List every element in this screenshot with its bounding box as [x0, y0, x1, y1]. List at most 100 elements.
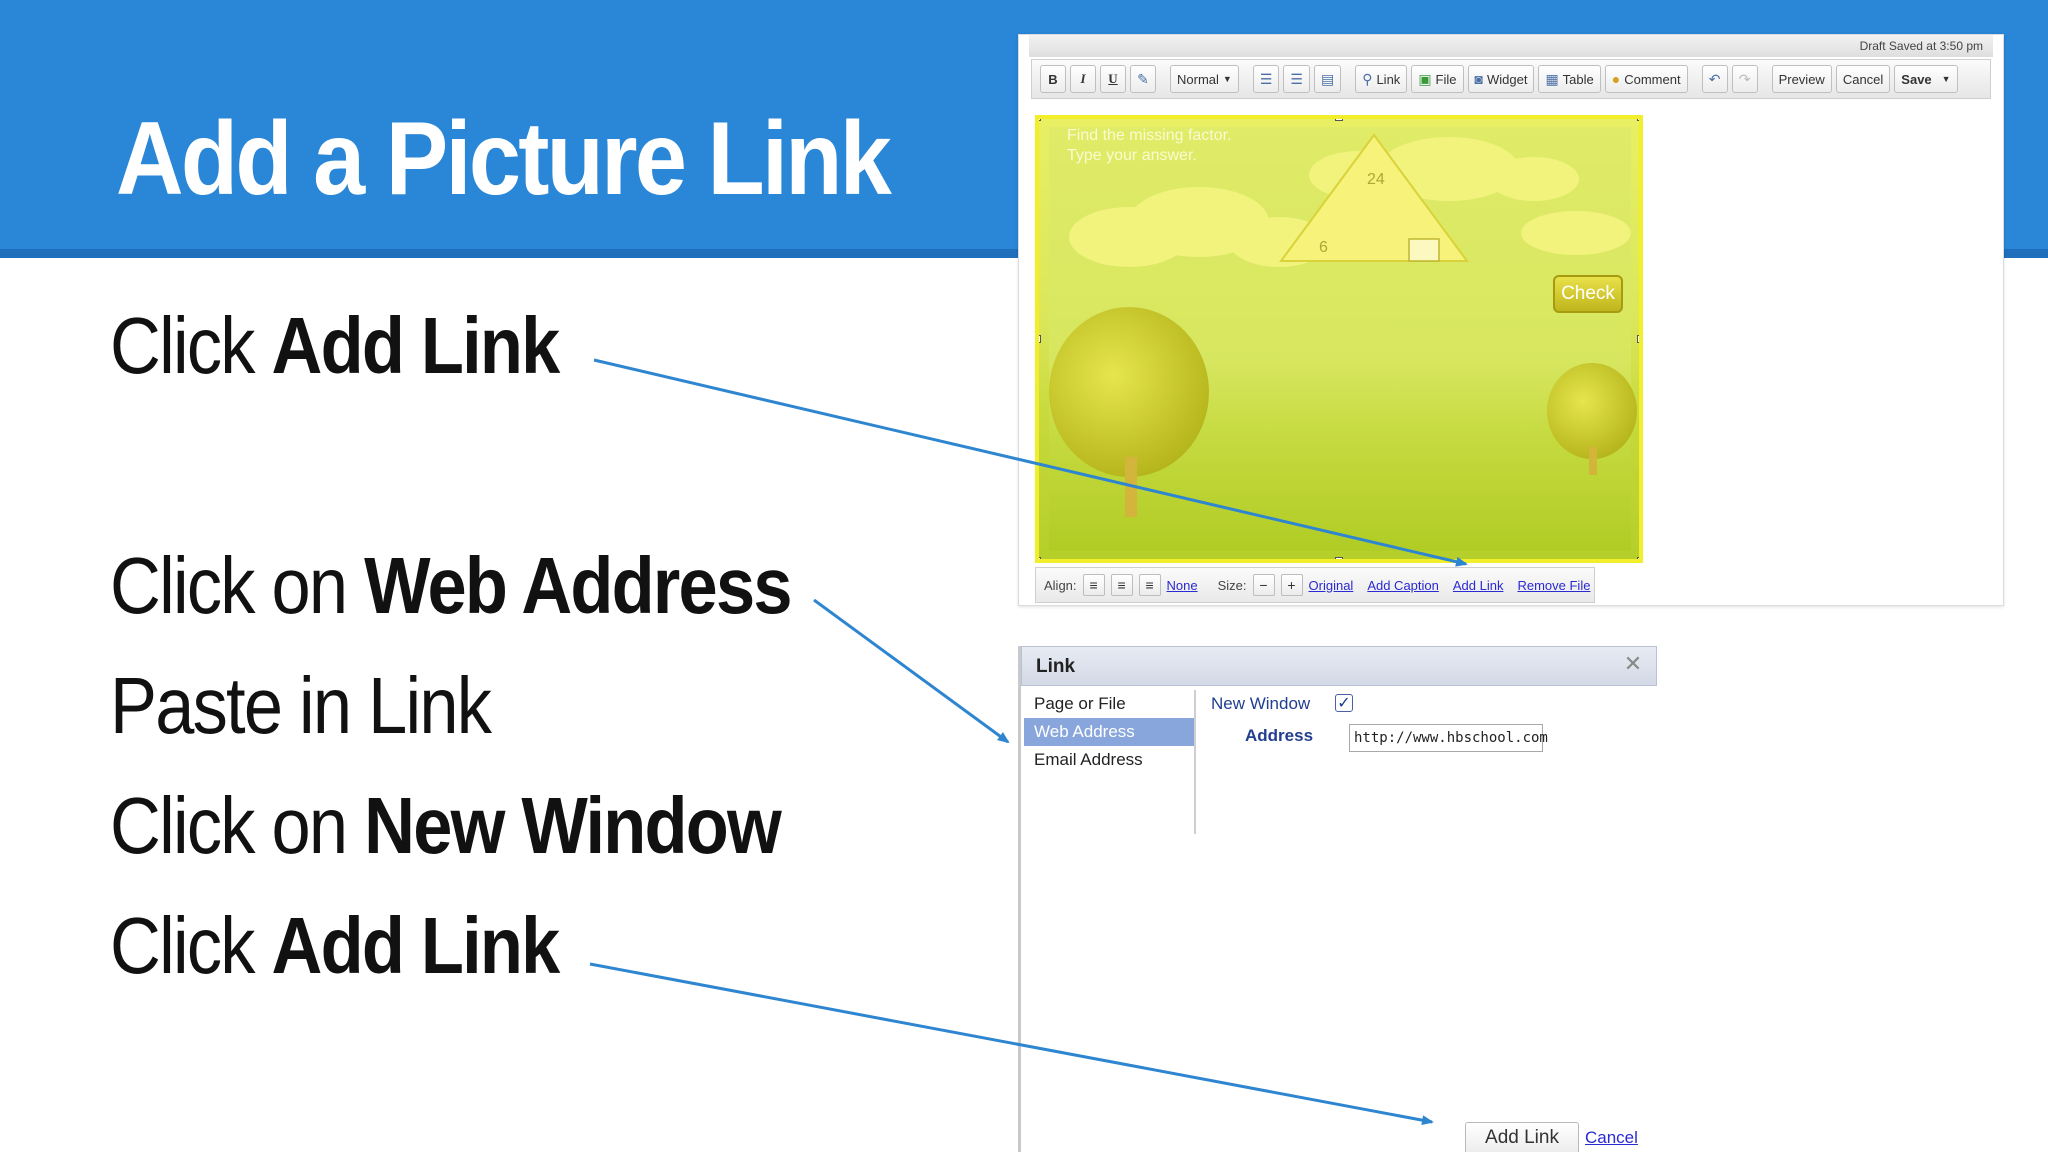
paperclip-icon: ⚲: [1362, 70, 1373, 87]
undo-button[interactable]: ↶: [1701, 65, 1728, 93]
checkmark-icon: ✓: [1337, 693, 1351, 712]
resize-handle[interactable]: [1637, 119, 1639, 121]
tree-trunk: [1589, 447, 1597, 475]
size-decrease-button[interactable]: −: [1252, 574, 1275, 596]
numbered-list-button[interactable]: ☰: [1252, 65, 1280, 93]
indent-button[interactable]: ▤: [1313, 65, 1342, 93]
tab-page-or-file[interactable]: Page or File: [1034, 694, 1126, 713]
add-link-button[interactable]: Add Link: [1465, 1122, 1579, 1152]
link-dialog: Link ✕ Page or File Web Address Email Ad…: [1018, 646, 1657, 1152]
editor-screenshot: Draft Saved at 3:50 pm B I U ✎ Normal▼ ☰…: [1018, 34, 2004, 606]
step-click-web-address: Click on Web Address: [110, 541, 792, 630]
step-click-add-link-final: Click Add Link: [110, 901, 560, 990]
resize-handle[interactable]: [1039, 335, 1041, 343]
resize-handle[interactable]: [1335, 557, 1343, 559]
table-button[interactable]: ▦Table: [1538, 65, 1601, 93]
eraser-icon: ✎: [1137, 70, 1149, 87]
resize-handle[interactable]: [1335, 119, 1343, 121]
bullet-list-icon: ☰: [1290, 70, 1303, 87]
step-click-add-link: Click Add Link: [110, 301, 560, 390]
table-button-label: Table: [1562, 71, 1594, 87]
tab-email-address[interactable]: Email Address: [1034, 750, 1143, 769]
indent-icon: ▤: [1320, 70, 1335, 87]
file-button[interactable]: ▣File: [1411, 65, 1464, 93]
comment-icon: ●: [1611, 71, 1621, 87]
triangle-top-number: 24: [1367, 171, 1385, 188]
file-button-label: File: [1435, 71, 1457, 87]
arrow-to-web-address: [813, 598, 1010, 744]
align-label: Align:: [1044, 577, 1077, 593]
draft-status: Draft Saved at 3:50 pm: [1029, 35, 1993, 57]
close-icon[interactable]: ✕: [1623, 652, 1643, 677]
triangle-left-number: 6: [1319, 239, 1328, 256]
resize-handle[interactable]: [1637, 335, 1639, 343]
tree: [1547, 363, 1637, 459]
bold-button[interactable]: B: [1040, 65, 1066, 93]
save-button-label: Save: [1901, 71, 1932, 87]
cancel-link[interactable]: Cancel: [1585, 1128, 1638, 1147]
align-center-icon: ≡: [1117, 577, 1126, 593]
step-click-new-window: Click on New Window: [110, 781, 782, 870]
undo-icon: ↶: [1708, 70, 1721, 87]
picture-prompt-line2: Type your answer.: [1067, 147, 1197, 164]
preview-button[interactable]: Preview: [1771, 65, 1832, 93]
minus-icon: −: [1259, 577, 1268, 593]
chevron-down-icon: ▼: [1941, 74, 1951, 84]
redo-button[interactable]: ↷: [1731, 65, 1758, 93]
editor-toolbar: B I U ✎ Normal▼ ☰ ☰ ▤ ⚲Link ▣File ◙Widge…: [1031, 59, 1991, 99]
link-button-label: Link: [1376, 71, 1401, 87]
math-game-picture[interactable]: Find the missing factor. Type your answe…: [1035, 115, 1643, 563]
size-increase-button[interactable]: +: [1280, 574, 1303, 596]
redo-icon: ↷: [1738, 70, 1751, 87]
align-right-icon: ≡: [1145, 577, 1154, 593]
widget-icon: ◙: [1474, 71, 1483, 87]
style-select[interactable]: Normal▼: [1170, 65, 1239, 93]
answer-box[interactable]: [1408, 238, 1440, 262]
new-window-label: New Window: [1211, 694, 1311, 713]
image-options-bar: Align: ≡ ≡ ≡ None Size: − + Original Add…: [1035, 567, 1595, 603]
resize-handle[interactable]: [1039, 119, 1041, 121]
original-size-link[interactable]: Original: [1308, 577, 1354, 593]
comment-button-label: Comment: [1624, 71, 1681, 87]
chevron-down-icon: ▼: [1222, 74, 1232, 84]
comment-button[interactable]: ●Comment: [1604, 65, 1688, 93]
triangle-factor-puzzle: [1279, 133, 1469, 262]
align-right-button[interactable]: ≡: [1138, 574, 1161, 596]
style-select-value: Normal: [1177, 71, 1219, 87]
step-paste-link: Paste in Link: [110, 661, 492, 750]
link-type-list: Page or File Web Address Email Address: [1024, 690, 1196, 834]
align-left-button[interactable]: ≡: [1082, 574, 1105, 596]
bullet-list-button[interactable]: ☰: [1283, 65, 1310, 93]
picture-scene: Find the missing factor. Type your answe…: [1049, 127, 1637, 551]
image-icon: ▣: [1418, 70, 1432, 87]
link-button[interactable]: ⚲Link: [1355, 65, 1408, 93]
add-caption-link[interactable]: Add Caption: [1367, 577, 1439, 593]
italic-button[interactable]: I: [1070, 65, 1096, 93]
underline-button[interactable]: U: [1100, 65, 1126, 93]
cloud: [1489, 157, 1579, 201]
widget-button-label: Widget: [1486, 71, 1528, 87]
remove-file-link[interactable]: Remove File: [1517, 577, 1591, 593]
align-left-icon: ≡: [1089, 577, 1098, 593]
slide-title: Add a Picture Link: [116, 101, 892, 217]
resize-handle[interactable]: [1039, 557, 1041, 559]
tab-web-address[interactable]: Web Address: [1024, 718, 1194, 746]
align-none-link[interactable]: None: [1166, 577, 1198, 593]
widget-button[interactable]: ◙Widget: [1467, 65, 1535, 93]
numbered-list-icon: ☰: [1259, 70, 1273, 87]
clear-format-button[interactable]: ✎: [1130, 65, 1156, 93]
web-address-panel: New Window ✓ Address http://www.hbschool…: [1211, 694, 1651, 774]
save-button[interactable]: Save ▼: [1894, 65, 1958, 93]
new-window-checkbox[interactable]: ✓: [1335, 694, 1353, 712]
link-dialog-title: Link: [1021, 646, 1657, 686]
align-center-button[interactable]: ≡: [1110, 574, 1133, 596]
tree: [1049, 307, 1209, 477]
picture-prompt-line1: Find the missing factor.: [1067, 127, 1232, 144]
tree-trunk: [1125, 457, 1137, 517]
resize-handle[interactable]: [1637, 557, 1639, 559]
cancel-button[interactable]: Cancel: [1835, 65, 1891, 93]
add-link-link[interactable]: Add Link: [1452, 577, 1504, 593]
address-input[interactable]: http://www.hbschool.com: [1349, 724, 1548, 752]
table-icon: ▦: [1545, 70, 1559, 87]
check-button[interactable]: Check: [1553, 275, 1623, 313]
